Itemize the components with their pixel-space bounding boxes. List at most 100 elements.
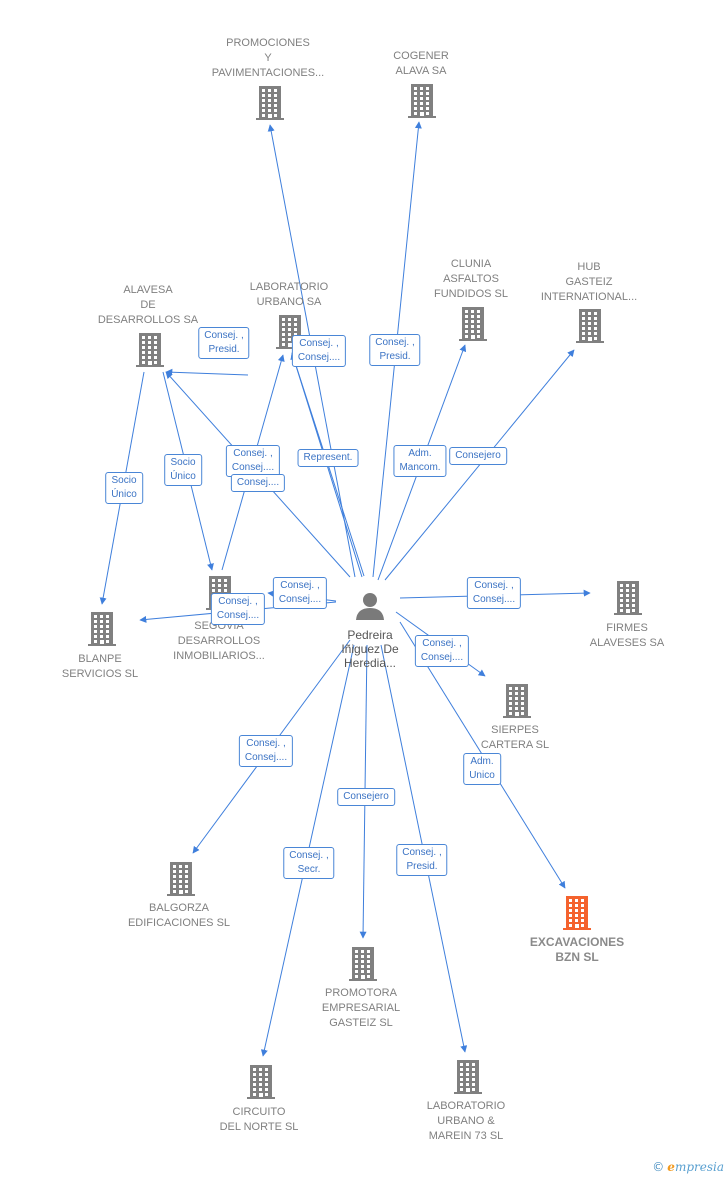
node-label-line: Y	[264, 52, 272, 64]
edge-label-sierpes[interactable]: Consej. , Consej....	[414, 635, 470, 667]
edge-label-clunia[interactable]: Adm.Mancom.	[393, 445, 447, 477]
building-icon[interactable]	[167, 862, 195, 896]
node-label-line: DESARROLLOS SA	[97, 314, 199, 326]
company-node-hub[interactable]: HUB GASTEIZ INTERNATIONAL...	[504, 260, 674, 305]
node-label-line: PROMOCIONES	[226, 37, 310, 49]
edge-label-excavaciones[interactable]: Adm. Unico	[463, 753, 501, 785]
node-label-line: INTERNATIONAL...	[540, 291, 638, 303]
node-label-line: CIRCUITO	[232, 1106, 286, 1118]
edge-label-line: Único	[111, 489, 137, 500]
person-icon[interactable]	[356, 593, 384, 620]
company-node-firmes[interactable]: FIRMES ALAVESES SA	[542, 621, 712, 651]
edge-label-laboratorio[interactable]: Consej. ,Consej....	[291, 335, 347, 367]
node-label-line: BZN SL	[555, 950, 599, 964]
edge-label-firmes[interactable]: Consej. ,Consej....	[466, 577, 522, 609]
node-label-line: EDIFICACIONES SL	[127, 917, 231, 929]
node-label-line: BALGORZA	[149, 902, 209, 914]
edge-label-line: Consej....	[420, 652, 464, 663]
edge-label-line: Mancom.	[399, 462, 441, 473]
edge-label-line: Consej. ,	[375, 337, 415, 348]
node-label-line: Heredia...	[343, 656, 397, 670]
node-label-line: Iñiguez De	[341, 642, 399, 656]
node-label-line: SERVICIOS SL	[61, 668, 139, 680]
edge-label-line: Presid.	[208, 344, 240, 355]
building-icon[interactable]	[349, 947, 377, 981]
node-label-line: DESARROLLOS	[177, 635, 261, 647]
edge-label-line: Consej. ,	[289, 850, 329, 861]
node-label-line: ALAVA SA	[395, 65, 447, 77]
company-node-circuito[interactable]: CIRCUITO DEL NORTE SL	[174, 1105, 344, 1135]
node-label-line: EMPRESARIAL	[321, 1002, 401, 1014]
edge-label-balgorza[interactable]: Consej. , Consej....	[238, 735, 294, 767]
edge-label-line: Consej....	[236, 477, 280, 488]
edge-label-promotora[interactable]: Consejero	[337, 788, 395, 806]
node-label-line: EXCAVACIONES	[529, 935, 625, 949]
building-icon[interactable]	[563, 896, 591, 930]
building-icon[interactable]	[503, 684, 531, 718]
company-node-blanpe[interactable]: BLANPE SERVICIOS SL	[15, 652, 185, 682]
edge-label-laboratorio[interactable]: Represent.	[297, 449, 359, 467]
node-label-line: ASFALTOS	[443, 273, 499, 285]
edge-label-line: Socio	[170, 457, 196, 468]
company-node-clunia[interactable]: CLUNIA ASFALTOS FUNDIDOS SL	[386, 257, 556, 302]
edge-label-line: Consej....	[278, 594, 322, 605]
node-label-line: BLANPE	[78, 653, 122, 665]
edge-label-line: Adm.	[470, 756, 494, 767]
building-icon[interactable]	[136, 333, 164, 367]
edge-label-line: Unico	[469, 770, 495, 781]
brand-logo-name: mpresia	[674, 1160, 724, 1174]
building-icon[interactable]	[614, 581, 642, 615]
node-label-line: HUB	[577, 261, 601, 273]
building-icon[interactable]	[459, 307, 487, 341]
edge-label-alavesa[interactable]: Consej. , Consej....	[225, 445, 281, 477]
edge-label-line: Consej. ,	[246, 738, 286, 749]
edge-label-cogener[interactable]: Consej. , Presid.	[369, 334, 421, 366]
company-node-balgorza[interactable]: BALGORZA EDIFICACIONES SL	[94, 901, 264, 931]
edge-label-line: Consej....	[297, 352, 341, 363]
edge-label-circuito[interactable]: Consej. ,Secr.	[283, 847, 335, 879]
building-icon[interactable]	[247, 1065, 275, 1099]
edge-label-line: Consej. ,	[204, 330, 244, 341]
node-label-line: CLUNIA	[450, 258, 492, 270]
edge-label-line: Presid.	[379, 351, 411, 362]
building-icon[interactable]	[256, 86, 284, 120]
edge-label-line: Consej....	[231, 462, 275, 473]
edge-center-hub	[384, 349, 575, 581]
edge-label-labmarein[interactable]: Consej. ,Presid.	[396, 844, 448, 876]
node-label-line: GASTEIZ	[565, 276, 613, 288]
edge-label-line: Presid.	[406, 861, 438, 872]
edge-label-line: Consej....	[244, 752, 288, 763]
node-label-line: ALAVESES SA	[589, 637, 665, 649]
edge-label-hub[interactable]: Consejero	[449, 447, 507, 465]
building-icon[interactable]	[408, 84, 436, 118]
node-label-line: FIRMES	[606, 622, 648, 634]
edge-label-segovia[interactable]: Consej. , Consej....	[272, 577, 328, 609]
edge-label-line: Consej. ,	[233, 448, 273, 459]
edge-label-blanpe[interactable]: Consej. ,Consej....	[210, 593, 266, 625]
node-label-line: DEL NORTE SL	[219, 1121, 299, 1133]
building-icon[interactable]	[576, 309, 604, 343]
edge-label-line: Consejero	[455, 450, 501, 461]
edge-label-line: Consej. ,	[280, 580, 320, 591]
node-label-line: LABORATORIO	[426, 1100, 506, 1112]
building-icon[interactable]	[88, 612, 116, 646]
edge-label-line: Consej. ,	[422, 638, 462, 649]
node-label-line: URBANO SA	[256, 296, 322, 308]
node-label-line: FUNDIDOS SL	[434, 288, 508, 300]
edge-label-laboratorio[interactable]: Consej....	[230, 474, 286, 492]
building-icon[interactable]	[454, 1060, 482, 1094]
edge-label-line: Consej. ,	[474, 580, 514, 591]
edge-label-alavesa[interactable]: Consej. , Presid.	[198, 327, 250, 359]
